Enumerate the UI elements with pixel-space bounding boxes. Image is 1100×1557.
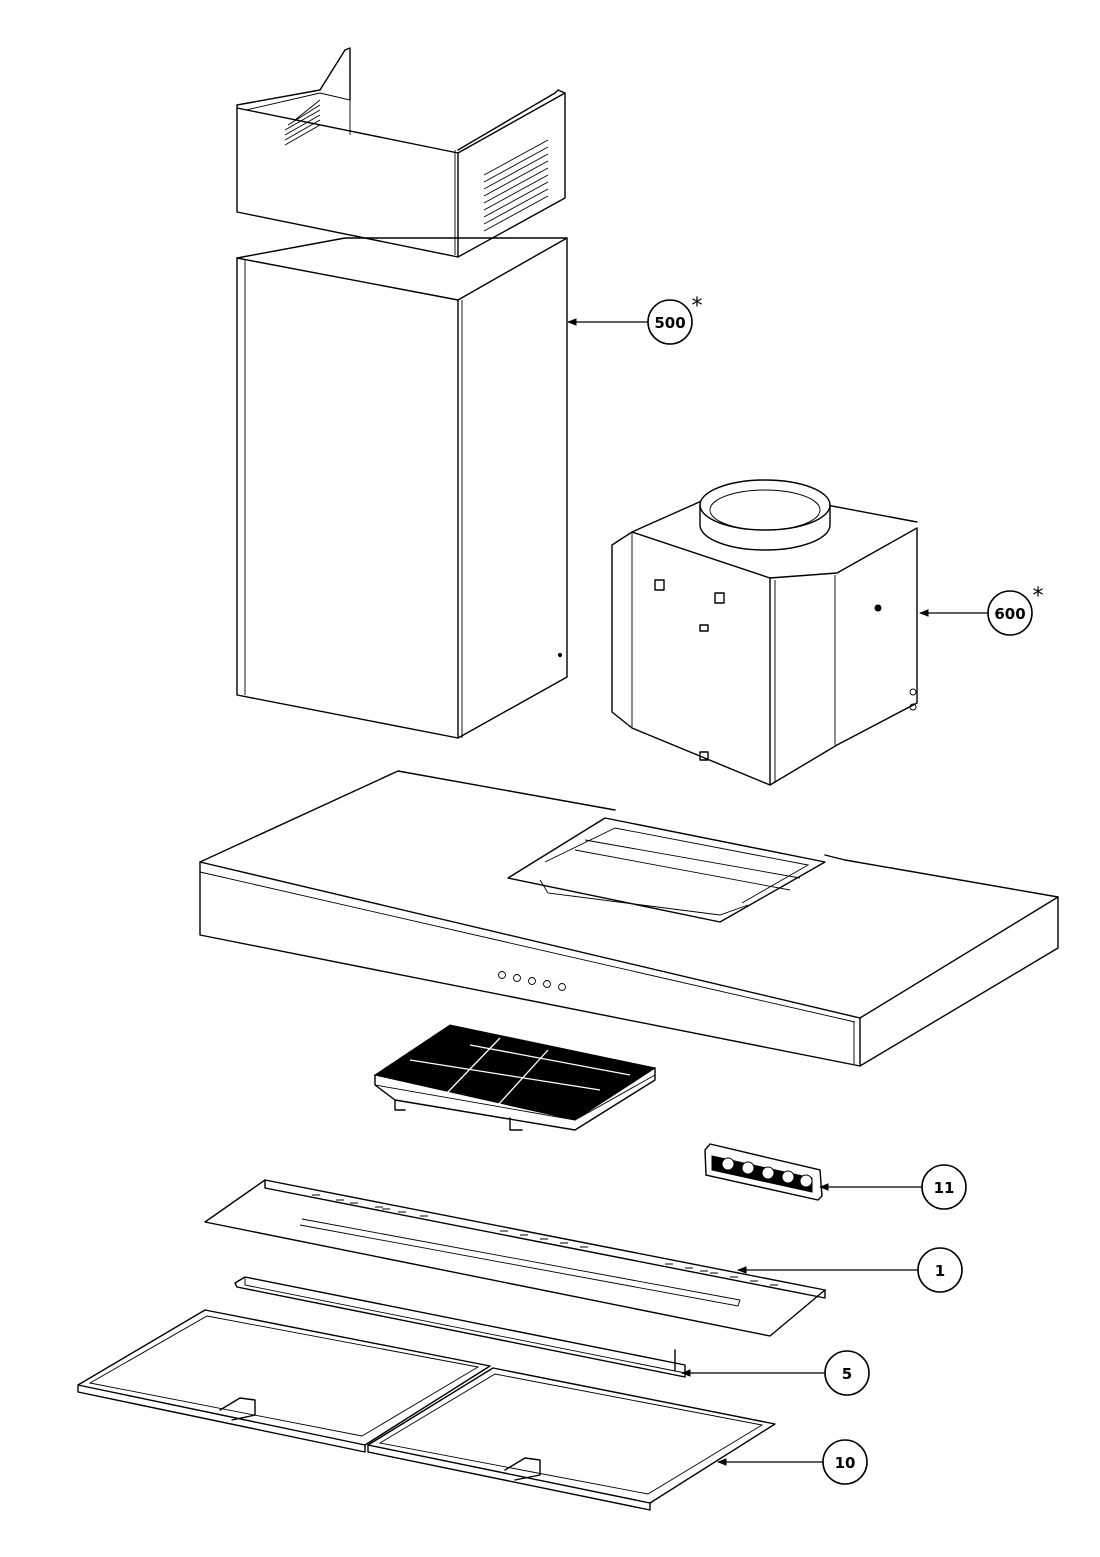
panel-slots (312, 1194, 778, 1286)
callout-label: 5 (842, 1365, 852, 1383)
callout-label: 10 (835, 1454, 856, 1472)
callout-600: 600 * (987, 584, 1044, 636)
callout-label: 11 (934, 1179, 955, 1197)
vent-slots-right (483, 139, 549, 232)
callout-star: * (1033, 584, 1044, 609)
grease-filter-right (367, 1367, 776, 1511)
control-buttons (498, 971, 566, 991)
button-3 (528, 977, 536, 985)
callout-label: 500 (654, 314, 685, 332)
button-1 (498, 971, 506, 979)
callout-10: 10 (822, 1439, 868, 1485)
leader-lines (567, 318, 988, 1466)
button-5 (558, 983, 566, 991)
callout-500: 500 * (647, 294, 703, 345)
chimney-cover (236, 47, 568, 739)
button-2 (513, 974, 521, 982)
motor-housing (611, 479, 918, 786)
callout-star: * (692, 294, 703, 319)
hood-body (199, 770, 1059, 1067)
callout-1: 1 (917, 1247, 963, 1293)
light-bar (234, 1276, 686, 1378)
charcoal-filter (373, 1024, 657, 1131)
vent-slots-left (284, 99, 321, 146)
callout-label: 600 (994, 605, 1025, 623)
callout-11: 11 (921, 1164, 967, 1210)
callout-5: 5 (824, 1350, 870, 1396)
grease-filter-left (77, 1309, 491, 1453)
callout-label: 1 (935, 1262, 945, 1280)
button-4 (543, 980, 551, 988)
lower-panel (204, 1179, 826, 1337)
control-module (704, 1143, 823, 1201)
